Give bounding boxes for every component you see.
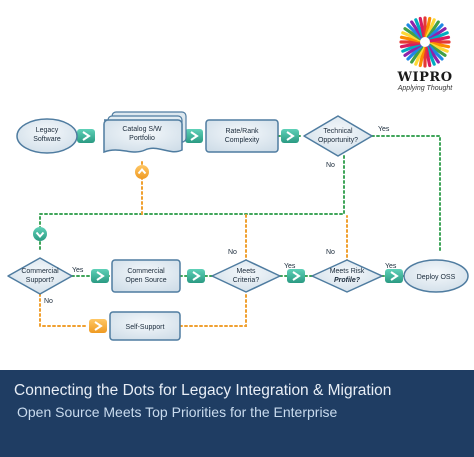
node-cos-label-2: Open Source [125, 277, 166, 284]
logo-petal [426, 20, 440, 39]
label-technical-no: No [326, 162, 335, 169]
label-criteria-no: No [228, 249, 237, 256]
node-self-support: Self-Support [109, 311, 181, 341]
arrow-down-icon [33, 227, 47, 241]
arrow-right-icon [385, 269, 403, 283]
logo-petal [410, 20, 424, 39]
logo-petal [425, 45, 436, 66]
arrow-right-icon [187, 269, 205, 283]
label-technical-yes: Yes [378, 126, 390, 133]
node-risk-label-2: Profile? [334, 277, 361, 284]
logo-petal [403, 27, 422, 41]
label-criteria-yes: Yes [284, 263, 296, 270]
label-risk-no: No [326, 249, 335, 256]
node-criteria-label-2: Criteria? [233, 277, 260, 284]
logo-petal [424, 16, 432, 38]
node-legacy-label-1: Legacy [36, 127, 59, 134]
node-rate-rank: Rate/Rank Complexity [205, 119, 279, 153]
line-technical-yes [371, 135, 441, 253]
node-meets-risk: Meets Risk Profile? [311, 259, 383, 293]
node-self-support-label: Self-Support [126, 324, 165, 331]
node-meets-criteria: Meets Criteria? [211, 259, 281, 293]
logo-petal [418, 16, 426, 38]
node-risk-label-1: Meets Risk [330, 268, 365, 275]
logo-petal [401, 42, 422, 53]
logo-petal [429, 41, 451, 49]
node-commercial-support: Commercial Support? [7, 257, 73, 295]
arrow-right-icon [77, 129, 95, 143]
label-support-no: No [44, 298, 53, 305]
logo-petal [427, 44, 444, 61]
node-technical-label-1: Technical [323, 128, 353, 135]
arrow-right-icon [287, 269, 305, 283]
wipro-logo-icon [399, 16, 451, 68]
line-technical-no [39, 155, 345, 253]
logo-petal [414, 18, 425, 39]
arrow-right-icon [89, 319, 107, 333]
logo-petal [428, 42, 449, 53]
logo-petal [406, 44, 423, 61]
logo-petal [418, 46, 426, 68]
arrow-right-icon [281, 129, 299, 143]
node-technical-label-2: Opportunity? [318, 137, 358, 144]
label-risk-yes: Yes [385, 263, 397, 270]
node-catalog-portfolio: Catalog S/W Portfolio [103, 111, 187, 154]
label-support-yes: Yes [72, 267, 84, 274]
node-legacy-label-2: Software [33, 136, 61, 143]
arrow-right-icon [185, 129, 203, 143]
brand-tagline: Applying Thought [397, 85, 453, 92]
node-cos-label-1: Commercial [127, 268, 165, 275]
node-rate-label-1: Rate/Rank [225, 128, 259, 135]
logo-petal [401, 31, 422, 42]
logo-center [420, 37, 430, 47]
node-deploy-label: Deploy OSS [417, 274, 456, 281]
node-support-label-1: Commercial [21, 268, 59, 275]
node-legacy-software: Legacy Software [16, 118, 78, 154]
node-criteria-label-1: Meets [236, 268, 256, 275]
logo-petal [425, 18, 436, 39]
node-catalog-label-2: Portfolio [129, 135, 155, 142]
arrow-right-icon [91, 269, 109, 283]
line-self-criteria [179, 291, 247, 327]
banner-title: Connecting the Dots for Legacy Integrati… [14, 382, 392, 399]
arrow-up-icon [135, 165, 149, 179]
title-banner [0, 370, 474, 457]
node-deploy-oss: Deploy OSS [403, 259, 469, 293]
node-commercial-open-source: Commercial Open Source [111, 259, 181, 293]
logo-petal [426, 45, 440, 64]
logo-petal [410, 45, 424, 64]
connector-badges [33, 129, 403, 333]
logo-petal [428, 31, 449, 42]
node-technical-opportunity: Technical Opportunity? [303, 115, 373, 157]
logo-petal [406, 23, 423, 40]
node-support-label-2: Support? [26, 277, 55, 284]
banner-subtitle: Open Source Meets Top Priorities for the… [17, 404, 338, 420]
logo-petal [424, 46, 432, 68]
logo-petal [428, 43, 447, 57]
node-rate-label-2: Complexity [225, 137, 260, 144]
logo-petal [399, 35, 421, 43]
node-catalog-label-1: Catalog S/W [122, 126, 162, 133]
logo-petal [403, 43, 422, 57]
branch-labels: Yes No Yes No No Yes No Yes [44, 126, 397, 305]
brand-name: WIPRO [397, 70, 453, 85]
line-support-no [39, 293, 89, 327]
logo-petal [428, 27, 447, 41]
connector-lines [39, 135, 441, 327]
logo-petal [399, 41, 421, 49]
logo-petal [427, 23, 444, 40]
logo-petal [414, 45, 425, 66]
logo-petal [429, 35, 451, 43]
